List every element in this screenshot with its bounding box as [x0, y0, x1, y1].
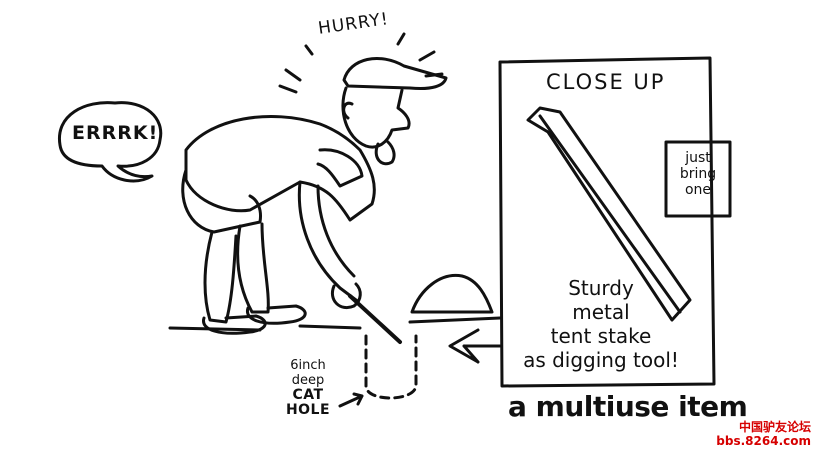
hand-chin — [374, 140, 396, 166]
note-text: just bring one — [670, 150, 726, 198]
shoe-front — [246, 304, 307, 325]
watermark: 中国驴友论坛 bbs.8264.com — [716, 420, 811, 448]
note-line: bring — [679, 166, 717, 182]
cat-hole — [364, 334, 418, 400]
panel-caption: Sturdy metal tent stake as digging tool! — [506, 276, 696, 372]
watermark-line: 中国驴友论坛 — [738, 420, 811, 434]
close-up-panel — [498, 56, 716, 388]
leg-front — [236, 222, 270, 314]
sleeve — [316, 148, 364, 188]
head — [341, 86, 411, 149]
caption-line: as digging tool! — [523, 348, 679, 372]
stake-in-hand — [348, 294, 402, 344]
shoe-back — [202, 314, 267, 335]
caption-line: metal — [572, 300, 630, 324]
speech-errrk: ERRRK! — [72, 122, 159, 144]
hole-line: deep — [291, 373, 325, 388]
hand-stake — [331, 282, 362, 309]
ear — [342, 101, 354, 120]
torso — [184, 114, 376, 222]
caption-line: Sturdy — [568, 276, 634, 300]
note-card — [664, 140, 732, 218]
tagline: a multiuse item — [508, 390, 748, 423]
watermark-line: bbs.8264.com — [716, 434, 811, 448]
panel-title: CLOSE UP — [546, 70, 666, 94]
leg-back — [203, 230, 238, 324]
caption-line: tent stake — [550, 324, 652, 348]
label-arrow — [338, 392, 364, 408]
big-arrow — [448, 328, 502, 364]
note-line: one — [684, 182, 712, 198]
hole-line: 6inch — [290, 358, 326, 373]
cap — [342, 57, 448, 90]
tent-stake-closeup — [526, 106, 692, 322]
note-line: just — [685, 150, 711, 166]
sweat-marks — [278, 32, 444, 94]
shorts — [181, 168, 262, 234]
arm-reach — [297, 180, 358, 302]
ground — [168, 316, 502, 332]
dirt-mound — [410, 273, 494, 314]
speech-bubble-errrk — [58, 101, 163, 183]
cat-hole-label: 6inch deep CAT HOLE — [268, 358, 348, 418]
hole-line: CAT HOLE — [285, 387, 331, 418]
